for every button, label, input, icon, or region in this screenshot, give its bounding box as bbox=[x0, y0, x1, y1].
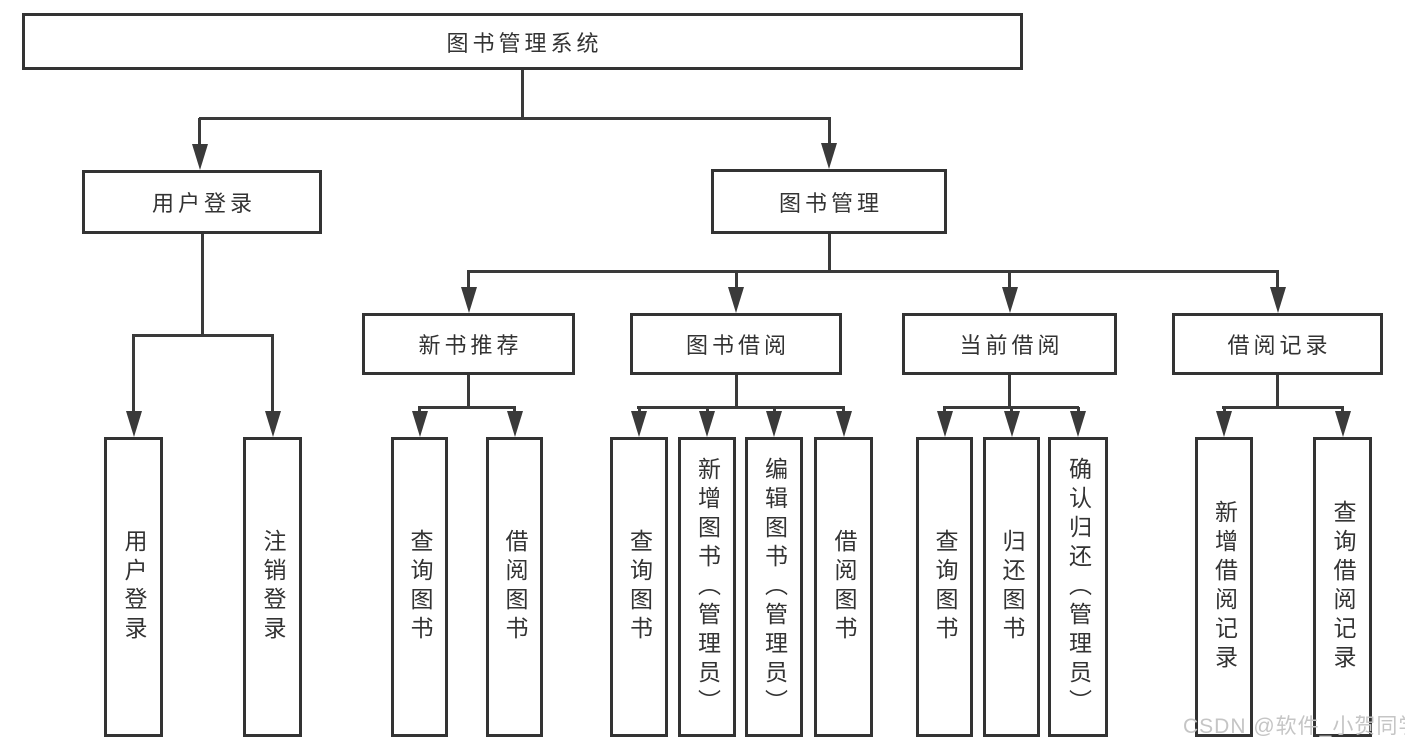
edge-line bbox=[637, 406, 845, 409]
edge-line bbox=[198, 118, 201, 146]
edge-arrow-down-icon bbox=[460, 287, 477, 313]
edge-line bbox=[1276, 271, 1279, 289]
leaf-logout: 注销登录 bbox=[243, 437, 302, 737]
edge-arrow-down-icon bbox=[1001, 287, 1018, 313]
leaf-borrow-book-recommend: 借阅图书 bbox=[486, 437, 543, 737]
edge-arrow-down-icon bbox=[1070, 411, 1086, 437]
edge-arrow-down-icon bbox=[728, 287, 744, 313]
leaf-return-book: 归还图书 bbox=[983, 437, 1040, 737]
edge-line bbox=[467, 271, 470, 289]
edge-arrow-down-icon bbox=[125, 411, 142, 437]
node-new-book-recommend: 新书推荐 bbox=[362, 313, 575, 375]
leaf-query-book-borrow: 查询图书 bbox=[610, 437, 668, 737]
edge-line bbox=[1008, 271, 1011, 289]
node-book-management-branch: 图书管理 bbox=[711, 169, 947, 234]
leaf-edit-book-admin: 编辑图书（管理员） bbox=[745, 437, 803, 737]
edge-line bbox=[734, 375, 738, 408]
leaf-query-book-current: 查询图书 bbox=[916, 437, 973, 737]
edge-arrow-down-icon bbox=[191, 144, 208, 170]
edge-arrow-down-icon bbox=[835, 411, 852, 437]
edge-line bbox=[1008, 375, 1011, 408]
edge-arrow-down-icon bbox=[1269, 287, 1286, 313]
edge-arrow-down-icon bbox=[936, 411, 953, 437]
leaf-confirm-return-admin: 确认归还（管理员） bbox=[1048, 437, 1108, 737]
node-borrow-records: 借阅记录 bbox=[1172, 313, 1383, 375]
leaf-user-login: 用户登录 bbox=[104, 437, 163, 737]
edge-line bbox=[418, 406, 516, 409]
leaf-add-book-admin: 新增图书（管理员） bbox=[678, 437, 736, 737]
leaf-query-book-recommend: 查询图书 bbox=[391, 437, 448, 737]
leaf-query-borrow-record: 查询借阅记录 bbox=[1313, 437, 1372, 737]
node-current-borrow: 当前借阅 bbox=[902, 313, 1117, 375]
edge-arrow-down-icon bbox=[264, 411, 281, 437]
edge-line bbox=[467, 375, 470, 408]
edge-line bbox=[521, 70, 524, 118]
edge-line bbox=[827, 234, 831, 271]
edge-arrow-down-icon bbox=[766, 411, 782, 437]
leaf-add-borrow-record: 新增借阅记录 bbox=[1195, 437, 1253, 737]
csdn-watermark: CSDN @软件_小贺同学 bbox=[1183, 715, 1405, 738]
edge-line bbox=[132, 334, 274, 337]
edge-arrow-down-icon bbox=[821, 143, 837, 169]
node-book-borrow: 图书借阅 bbox=[630, 313, 842, 375]
edge-line bbox=[1222, 406, 1344, 409]
edge-arrow-down-icon bbox=[1003, 411, 1020, 437]
edge-line bbox=[467, 270, 1279, 273]
edge-line bbox=[827, 118, 831, 145]
edge-line bbox=[200, 234, 204, 335]
edge-line bbox=[271, 335, 274, 413]
edge-line bbox=[734, 271, 738, 289]
edge-arrow-down-icon bbox=[1334, 411, 1351, 437]
edge-arrow-down-icon bbox=[1216, 411, 1232, 437]
edge-arrow-down-icon bbox=[411, 411, 428, 437]
node-root-library-system: 图书管理系统 bbox=[22, 13, 1023, 70]
edge-line bbox=[132, 335, 135, 413]
edge-arrow-down-icon bbox=[631, 411, 647, 437]
leaf-borrow-book: 借阅图书 bbox=[814, 437, 873, 737]
edge-line bbox=[199, 117, 831, 120]
node-user-login-branch: 用户登录 bbox=[82, 170, 322, 234]
edge-arrow-down-icon bbox=[506, 411, 523, 437]
edge-arrow-down-icon bbox=[699, 411, 715, 437]
edge-line bbox=[1276, 375, 1279, 408]
